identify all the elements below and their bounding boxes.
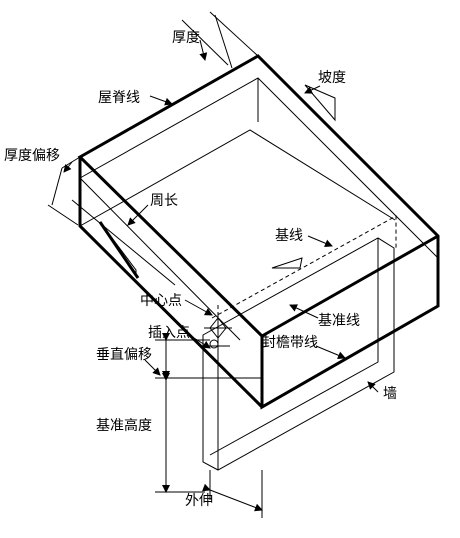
roof-inner-back [79,129,396,227]
leader-vertical-offset [144,359,161,376]
label-thickness: 厚度 [172,30,200,46]
label-thickness-offset: 厚度偏移 [4,148,60,164]
label-eave-line: 封檐带线 [262,335,318,351]
wall-inner-line [209,238,379,470]
leader-thickness [199,39,208,61]
label-slope: 坡度 [318,70,346,86]
height-dimension [155,333,262,493]
perimeter-line [71,199,176,286]
center-point-marker [204,312,232,349]
leader-wall [367,381,379,393]
label-ridge-line: 屋脊线 [98,90,140,106]
label-center-point: 中心点 [140,293,182,309]
leader-ridge [149,95,173,106]
label-wall: 墙 [383,386,397,402]
label-overhang: 外伸 [185,493,213,509]
leader-thickness-offset [63,161,73,173]
leader-baseline [307,235,333,247]
label-insert-point: 插入点 [148,325,190,341]
slope-triangle-small [271,257,303,269]
wall-outline [202,237,395,471]
label-perimeter: 周长 [150,193,178,209]
label-reference-line: 基准线 [318,312,360,329]
label-reference-height: 基准高度 [96,417,152,434]
roof-front-right-edge [261,234,439,338]
overhang-dimension [202,470,263,518]
baseline-dashed [211,215,397,319]
perimeter-thick-line [98,221,140,279]
leader-insert [193,337,211,349]
roof-inner-lower [79,177,241,341]
leader-reference-line [289,304,319,319]
label-vertical-offset: 垂直偏移 [96,346,152,363]
slope-triangle [304,84,336,122]
leader-perimeter [127,204,149,226]
leader-center [184,299,213,316]
thickness-offset-dimension [47,156,81,226]
leader-eave [315,345,346,360]
wall [202,237,395,471]
label-baseline: 基线 [275,227,303,244]
leader-slope [304,85,321,94]
thickness-dimension [181,11,259,69]
